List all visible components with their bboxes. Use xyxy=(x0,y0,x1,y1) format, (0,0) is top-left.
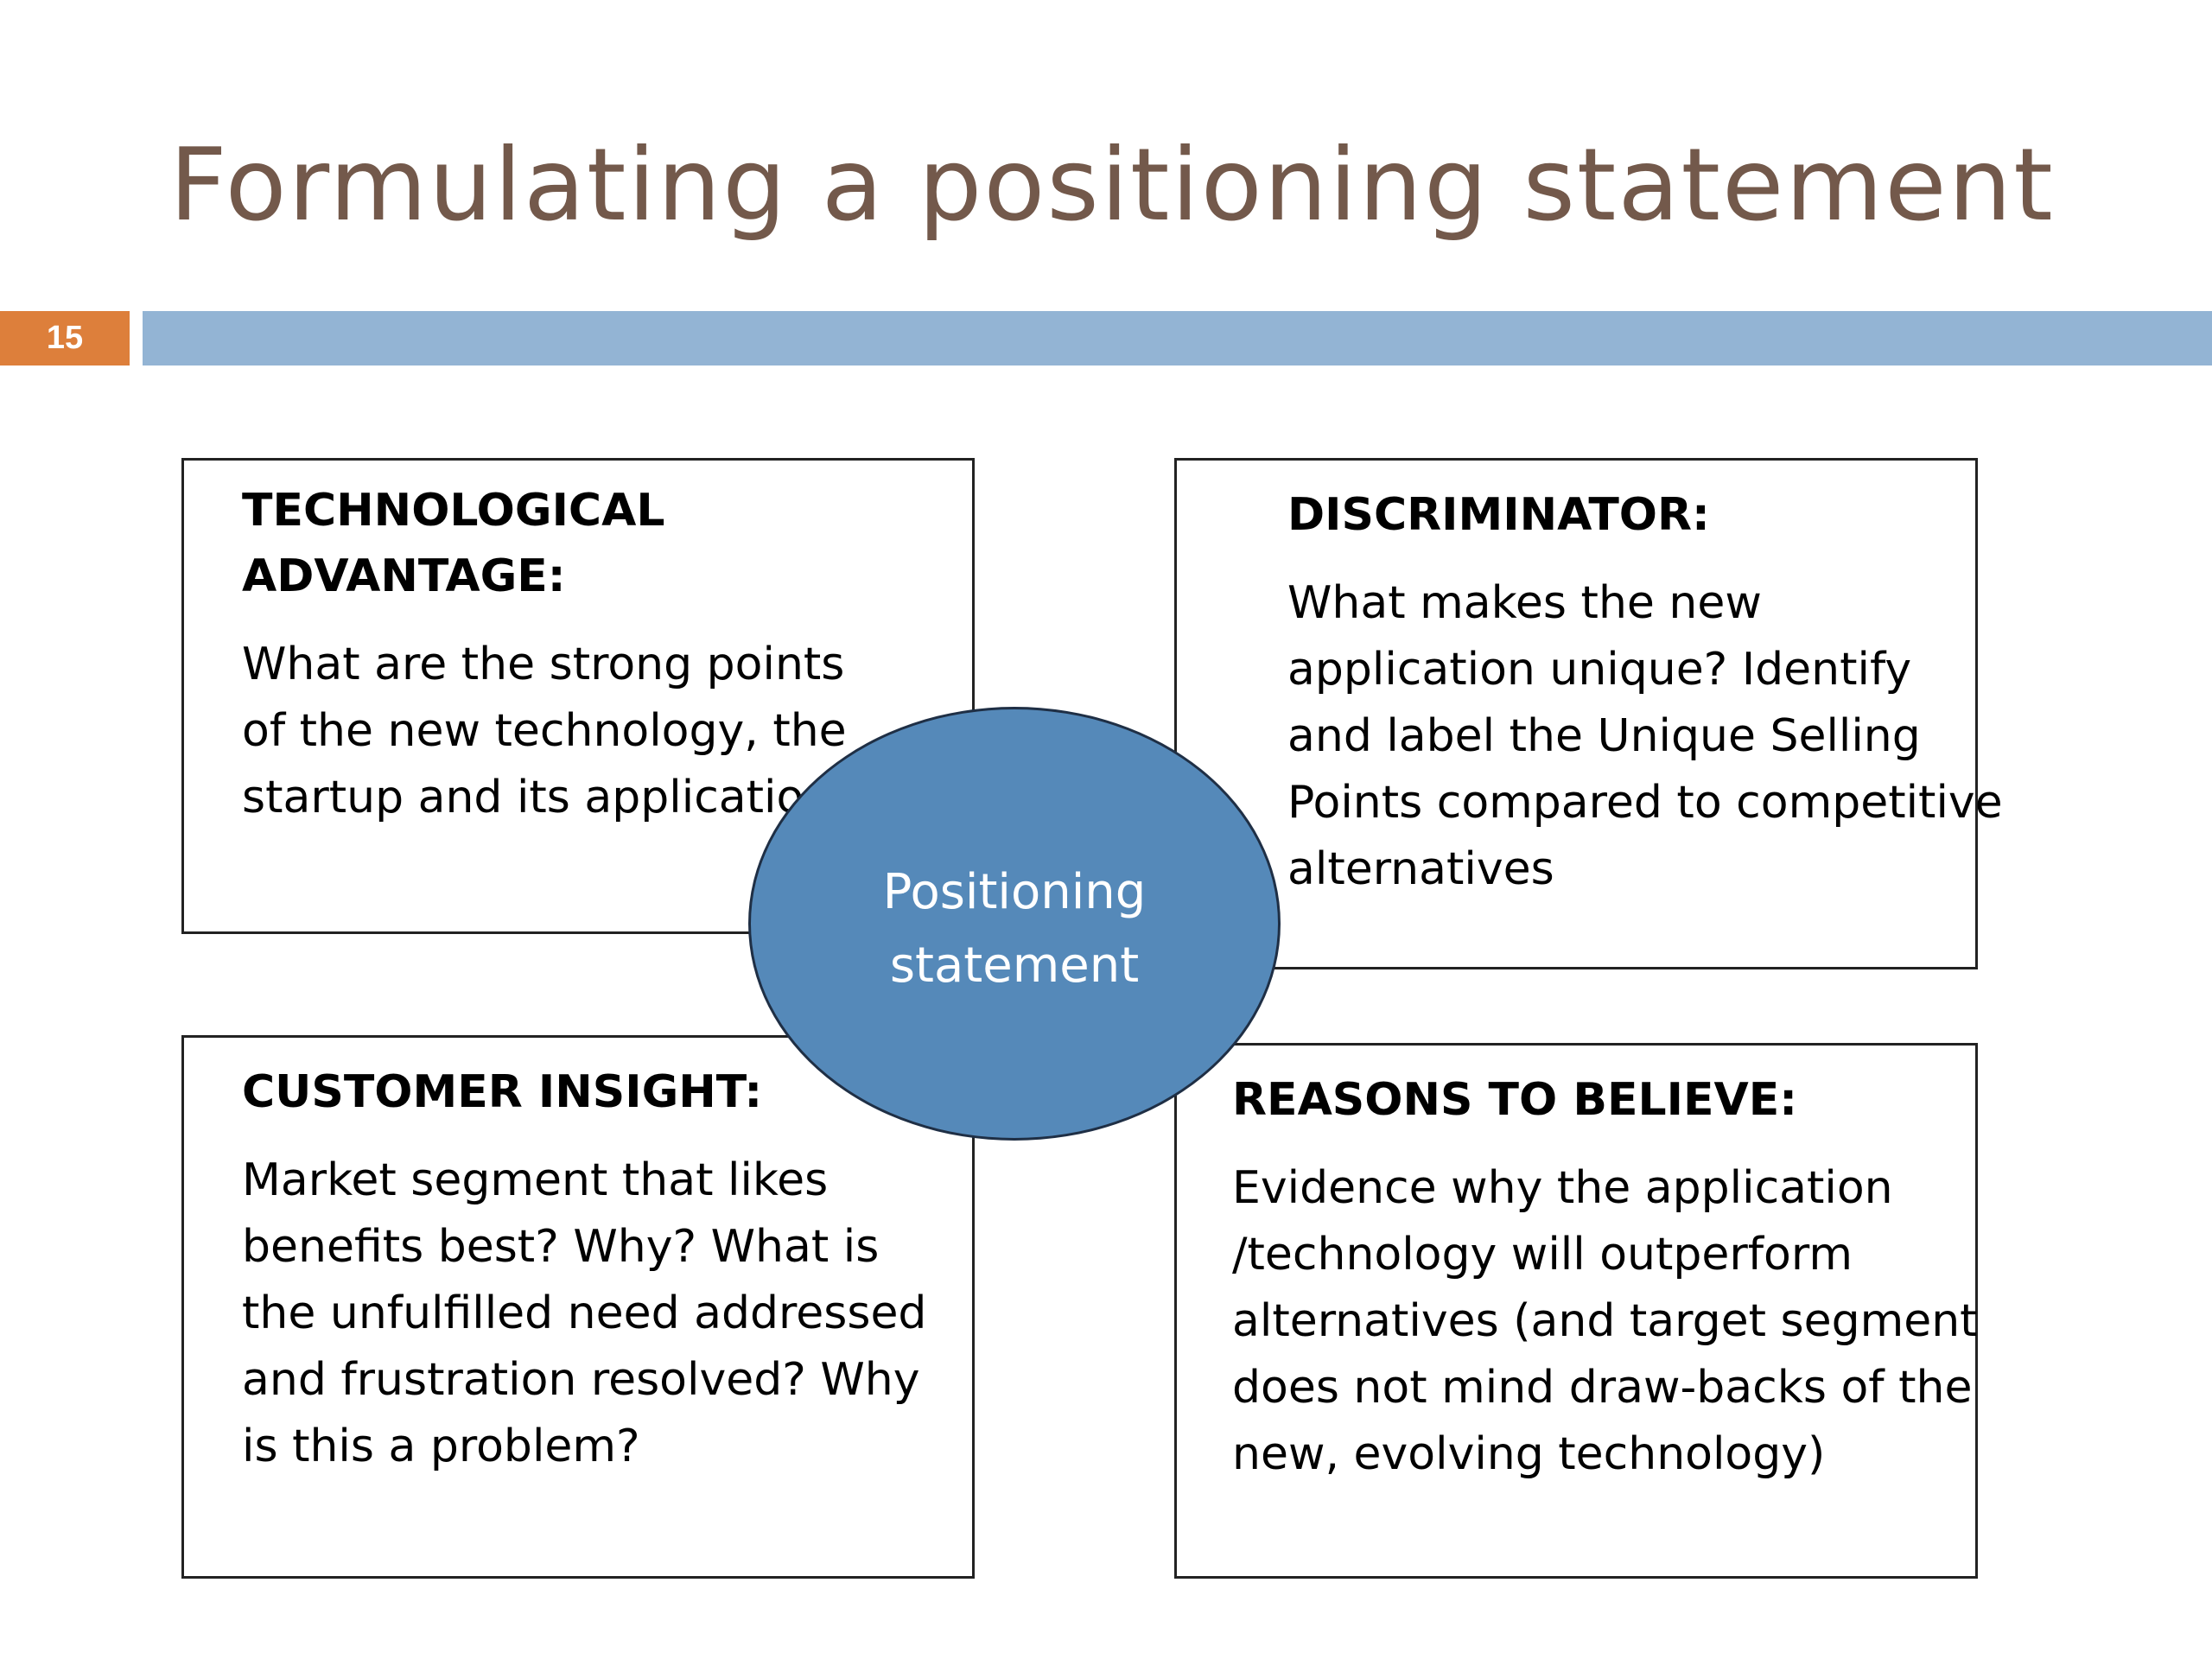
text-line: alternatives (and target segment xyxy=(1232,1295,1978,1347)
positioning-statement-label: Positioning statement xyxy=(882,864,1147,994)
discriminator-heading: DISCRIMINATOR: xyxy=(1287,489,1710,541)
text-line: and label the Unique Selling xyxy=(1287,710,1921,762)
reasons-to-believe-box: REASONS TO BELIEVE: Evidence why the app… xyxy=(1174,1043,1978,1579)
text-line: Evidence why the application xyxy=(1232,1162,1893,1214)
technological-advantage-heading: TECHNOLOGICAL ADVANTAGE: xyxy=(242,478,946,609)
title-underline-bar xyxy=(143,311,2212,365)
heading-line: TECHNOLOGICAL xyxy=(242,485,665,537)
heading-line: ADVANTAGE: xyxy=(242,550,566,602)
customer-insight-heading: CUSTOMER INSIGHT: xyxy=(242,1066,763,1118)
technological-advantage-box: TECHNOLOGICAL ADVANTAGE: What are the st… xyxy=(181,458,975,934)
reasons-to-believe-heading: REASONS TO BELIEVE: xyxy=(1232,1074,1798,1126)
text-line: startup and its application xyxy=(242,772,833,823)
text-line: benefits best? Why? What is xyxy=(242,1221,880,1273)
text-line: and frustration resolved? Why xyxy=(242,1354,920,1406)
slide-number: 15 xyxy=(0,311,130,365)
slide-title: Formulating a positioning statement xyxy=(169,127,2055,244)
text-line: new, evolving technology) xyxy=(1232,1428,1826,1480)
technological-advantage-text: What are the strong points of the new te… xyxy=(242,632,946,831)
text-line: is this a problem? xyxy=(242,1421,640,1472)
discriminator-box: DISCRIMINATOR: What makes the new applic… xyxy=(1174,458,2003,969)
text-line: alternatives xyxy=(1287,843,1554,895)
text-line: the unfulfilled need addressed xyxy=(242,1287,927,1339)
text-line: of the new technology, the xyxy=(242,705,847,757)
text-line: does not mind draw-backs of the xyxy=(1232,1362,1973,1414)
text-line: Points compared to competitive xyxy=(1287,777,2003,829)
text-line: application unique? Identify xyxy=(1287,644,1912,696)
discriminator-text: What makes the new application unique? I… xyxy=(1287,570,2003,903)
text-line: What makes the new xyxy=(1287,577,1762,629)
text-line: /technology will outperform xyxy=(1232,1229,1853,1281)
positioning-statement-ellipse: Positioning statement xyxy=(748,707,1281,1141)
reasons-to-believe-text: Evidence why the application /technology… xyxy=(1232,1155,1978,1488)
customer-insight-text: Market segment that likes benefits best?… xyxy=(242,1147,946,1480)
text-line: Market segment that likes xyxy=(242,1154,829,1206)
customer-insight-box: CUSTOMER INSIGHT: Market segment that li… xyxy=(181,1035,975,1579)
text-line: What are the strong points xyxy=(242,639,845,690)
